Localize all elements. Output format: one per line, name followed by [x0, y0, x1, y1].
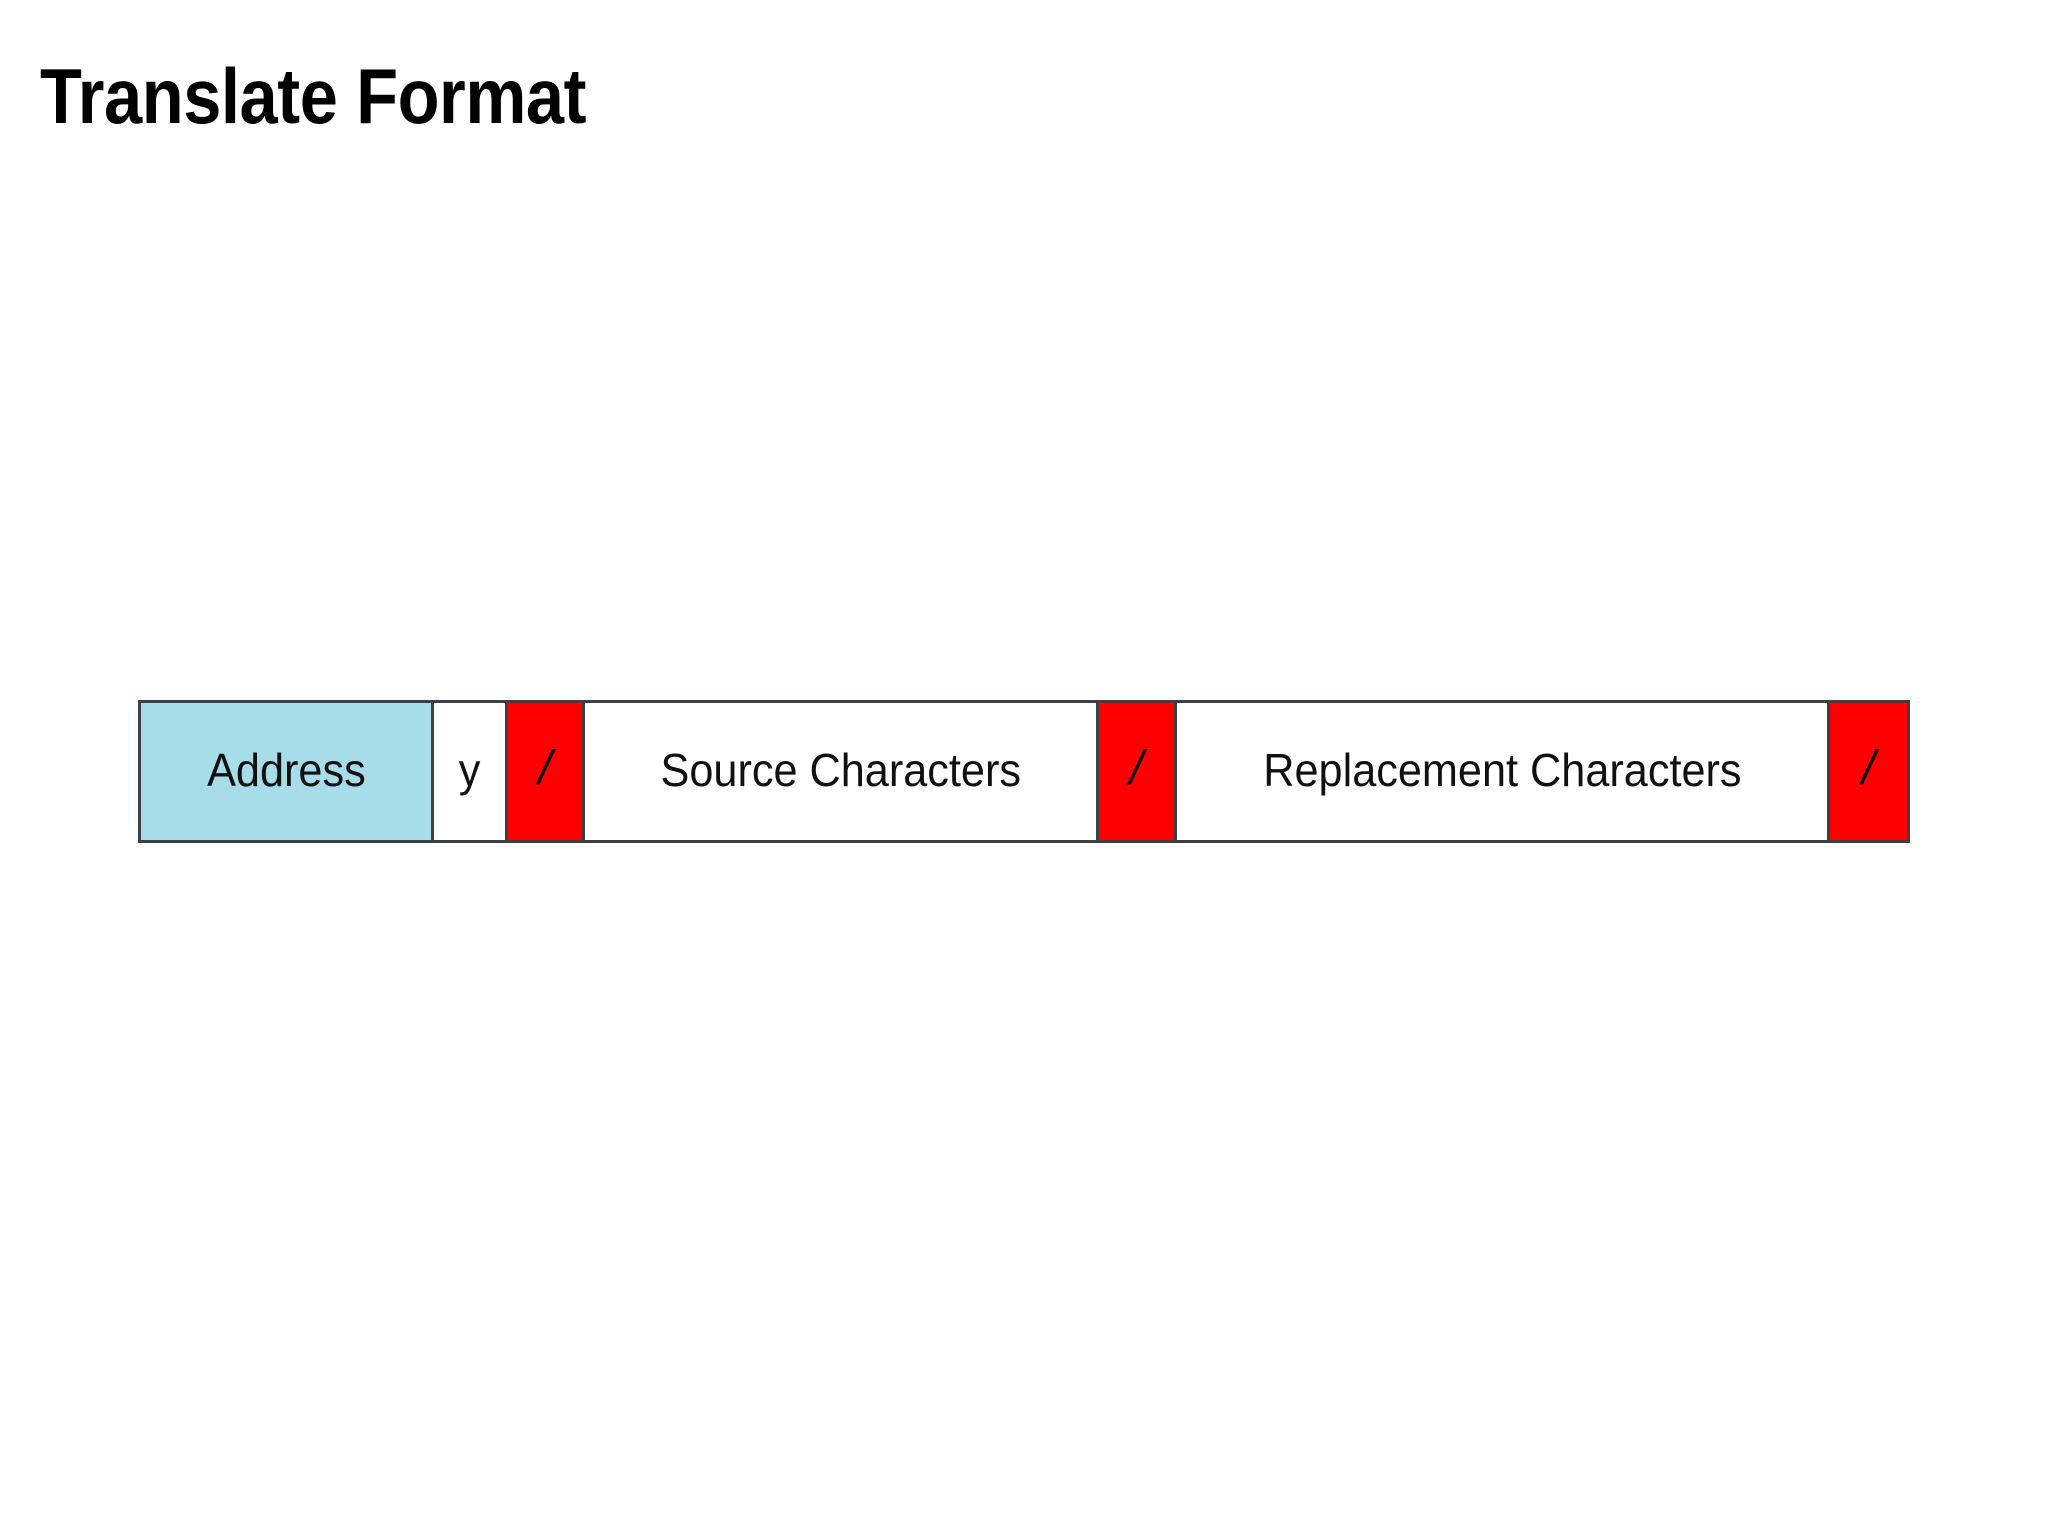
segment-replacement-characters: Replacement Characters [1174, 700, 1830, 843]
segment-source-characters: Source Characters [582, 700, 1099, 843]
translate-format-diagram: Address y / Source Characters / Replacem… [138, 700, 1915, 843]
segment-function-flag: y [431, 700, 508, 843]
segment-function-flag-label: y [458, 743, 481, 796]
segment-delimiter-2: / [1096, 700, 1177, 843]
segment-source-characters-label: Source Characters [660, 743, 1021, 796]
segment-address-label: Address [206, 743, 366, 796]
segment-replacement-characters-label: Replacement Characters [1262, 743, 1742, 796]
segment-address: Address [138, 700, 434, 843]
page-title: Translate Format [40, 52, 587, 140]
segment-delimiter-2-label: / [1129, 741, 1144, 795]
segment-delimiter-3: / [1827, 700, 1910, 843]
segment-delimiter-3-label: / [1861, 741, 1876, 795]
segment-delimiter-1-label: / [538, 741, 552, 795]
segment-delimiter-1: / [505, 700, 585, 843]
